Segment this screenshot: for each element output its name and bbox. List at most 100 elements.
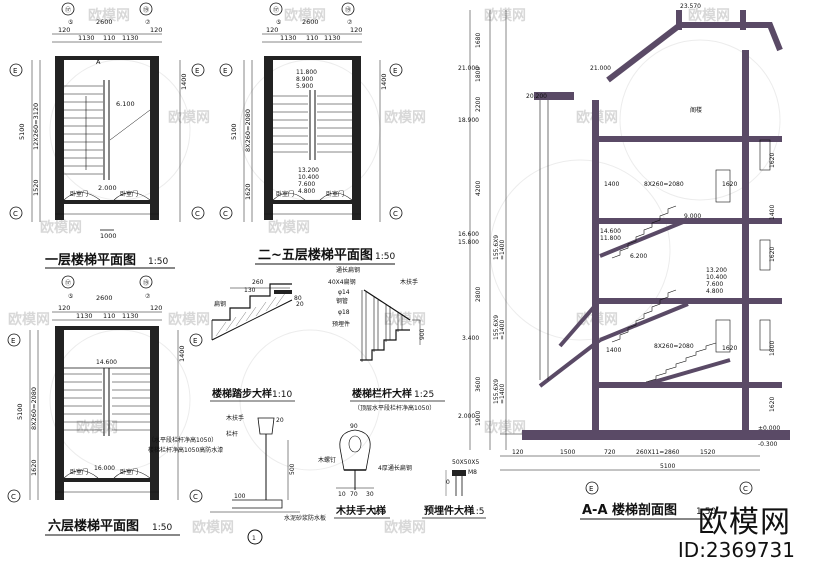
detail-label: 90 [350, 423, 358, 430]
detail-label: φ14 [338, 289, 350, 296]
dim-text: 155.6X9 [493, 379, 500, 404]
detail-label: 水泥砂浆防水板 [284, 514, 326, 522]
detail-label: 80 [294, 295, 302, 302]
detail-label: φ18 [338, 309, 350, 316]
axis-label: ⑰ [273, 6, 279, 14]
detail-label: 木螺钉 [318, 456, 336, 464]
plan-label: 13.200 [298, 167, 319, 174]
dim-text: 1900 [475, 411, 482, 426]
plan-label: 卧室门 [120, 468, 138, 476]
dim-text: 5100 [16, 403, 24, 420]
detail-scale: 1:25 [414, 390, 434, 400]
dim-text: 1400 [380, 73, 388, 90]
watermark-logo: 欧模网 [168, 311, 210, 328]
detail-caption: 楼梯踏步大样 [212, 387, 272, 400]
elevation-mark: 16.600 [458, 231, 479, 238]
watermark-logo: 欧模网 [8, 311, 50, 328]
detail-label: 预埋件 [332, 320, 350, 328]
detail-label: 木扶手 [226, 414, 244, 422]
plan-scale: 1:50 [152, 523, 172, 533]
dim-text: 5100 [230, 123, 238, 140]
axis-label: ⑤ [68, 19, 73, 26]
detail-scale: 1:10 [272, 390, 292, 400]
watermark-logo: 欧模网 [168, 109, 210, 126]
dim-text: 120 [150, 26, 162, 34]
detail-label: 130 [244, 287, 256, 294]
detail-number: 1 [252, 535, 256, 542]
elevation-mark: 4.800 [706, 288, 723, 295]
detail-scale: 1:5 [372, 507, 386, 517]
detail-label: M8 [468, 469, 477, 476]
elevation-mark: 9.000 [684, 213, 701, 220]
detail-label: 100 [234, 493, 246, 500]
plan-caption: 二~五层楼梯平面图 [258, 247, 373, 263]
dim-text: 1620 [769, 247, 776, 262]
detail-label: 900 [419, 328, 426, 340]
dim-text: 1130 [122, 312, 139, 320]
dim-text: 1620 [769, 397, 776, 412]
plan-scale: 1:50 [148, 257, 168, 267]
plan-label: 5.900 [296, 83, 313, 90]
dim-text: 1400 [178, 345, 186, 362]
plan-label: 16.000 [94, 465, 115, 472]
watermark-logo: 欧模网 [192, 519, 234, 536]
elevation-mark: 21.000 [458, 65, 479, 72]
plan-first-floor-labels: ⑰ ⑤ ⑲ ⑦ E C E C 120 2600 120 1130 110 11… [13, 6, 200, 269]
elevation-mark: 23.570 [680, 3, 701, 10]
plan-label: 卧室门 [276, 190, 294, 198]
dim-text: 1400 [180, 73, 188, 90]
axis-label: E [11, 337, 15, 345]
elevation-mark: 2.000 [458, 413, 475, 420]
plan-scale: 1:50 [375, 252, 395, 262]
watermark-logo: 欧模网 [384, 519, 426, 536]
detail-balustrade-labels: 木扶手 栏杆 （水平段栏杆净高1050） 楼梯栏杆净高1050高防水漆 水泥砂浆… [148, 414, 326, 542]
axis-label: C [743, 485, 748, 493]
axis-label: C [223, 210, 228, 218]
plan-label: 11.800 [296, 69, 317, 76]
plan-label: 10.400 [298, 174, 319, 181]
axis-label: C [195, 210, 200, 218]
dim-text: 1130 [78, 34, 95, 42]
axis-label: ⑦ [145, 19, 151, 26]
dim-text: 1620 [244, 183, 252, 200]
plan-label: 卧室门 [70, 190, 88, 198]
plan-second-to-fifth-floor-labels: ⑰ ⑤ ⑲ ⑦ E C E C 120 2600 120 1130 110 11… [223, 6, 398, 265]
elevation-mark: 18.900 [458, 117, 479, 124]
detail-label: 4厚通长扁钢 [378, 464, 412, 472]
dim-text: 1620 [30, 459, 38, 476]
dim-text: 2600 [96, 18, 113, 26]
detail-label: 30 [366, 491, 374, 498]
detail-handrail [336, 429, 374, 490]
dim-text: 720 [604, 449, 616, 456]
section-scale: 1:50 [696, 507, 716, 517]
detail-label: 50X50X5 [452, 459, 479, 466]
detail-label: 20 [296, 301, 304, 308]
dim-text: 110 [306, 34, 318, 42]
dim-text: 4200 [475, 181, 482, 196]
dim-text: 1800 [769, 341, 776, 356]
dim-text: 8X260=2080 [30, 387, 38, 430]
dim-text: 120 [350, 26, 362, 34]
axis-label: ⑤ [68, 293, 73, 300]
dim-text: 1130 [76, 312, 93, 320]
detail-note: （顶层水平段栏杆净高1050） [354, 404, 435, 412]
stair-label: 8X260=2080 [654, 343, 694, 350]
detail-handrail-labels: 木螺钉 4厚通长扁钢 90 70 10 30 木扶手大样 1:5 [318, 423, 412, 519]
detail-railing-labels: 通长扁钢 木扶手 40X4扁钢 钢管 预埋件 900 φ14 φ18 楼梯栏杆大… [328, 266, 445, 412]
image-id-watermark: ID:2369731 [677, 538, 795, 562]
plan-label: 7.600 [298, 181, 315, 188]
dim-text: 12X260=3120 [32, 103, 40, 150]
plan-caption: 六层楼梯平面图 [48, 518, 139, 534]
plan-label: 1000 [100, 232, 117, 240]
watermark-logo: 欧模网 [484, 419, 526, 436]
elevation-mark: 7.600 [706, 281, 723, 288]
plan-label: 卧室门 [70, 468, 88, 476]
stair-label: 1620 [722, 181, 737, 188]
dim-text: 1620 [769, 153, 776, 168]
dim-text: 1400 [769, 205, 776, 220]
detail-caption: 木扶手大样 [335, 504, 386, 517]
plan-first-floor [9, 2, 205, 231]
plan-label: 6.100 [116, 100, 135, 108]
dim-text: 1130 [122, 34, 139, 42]
